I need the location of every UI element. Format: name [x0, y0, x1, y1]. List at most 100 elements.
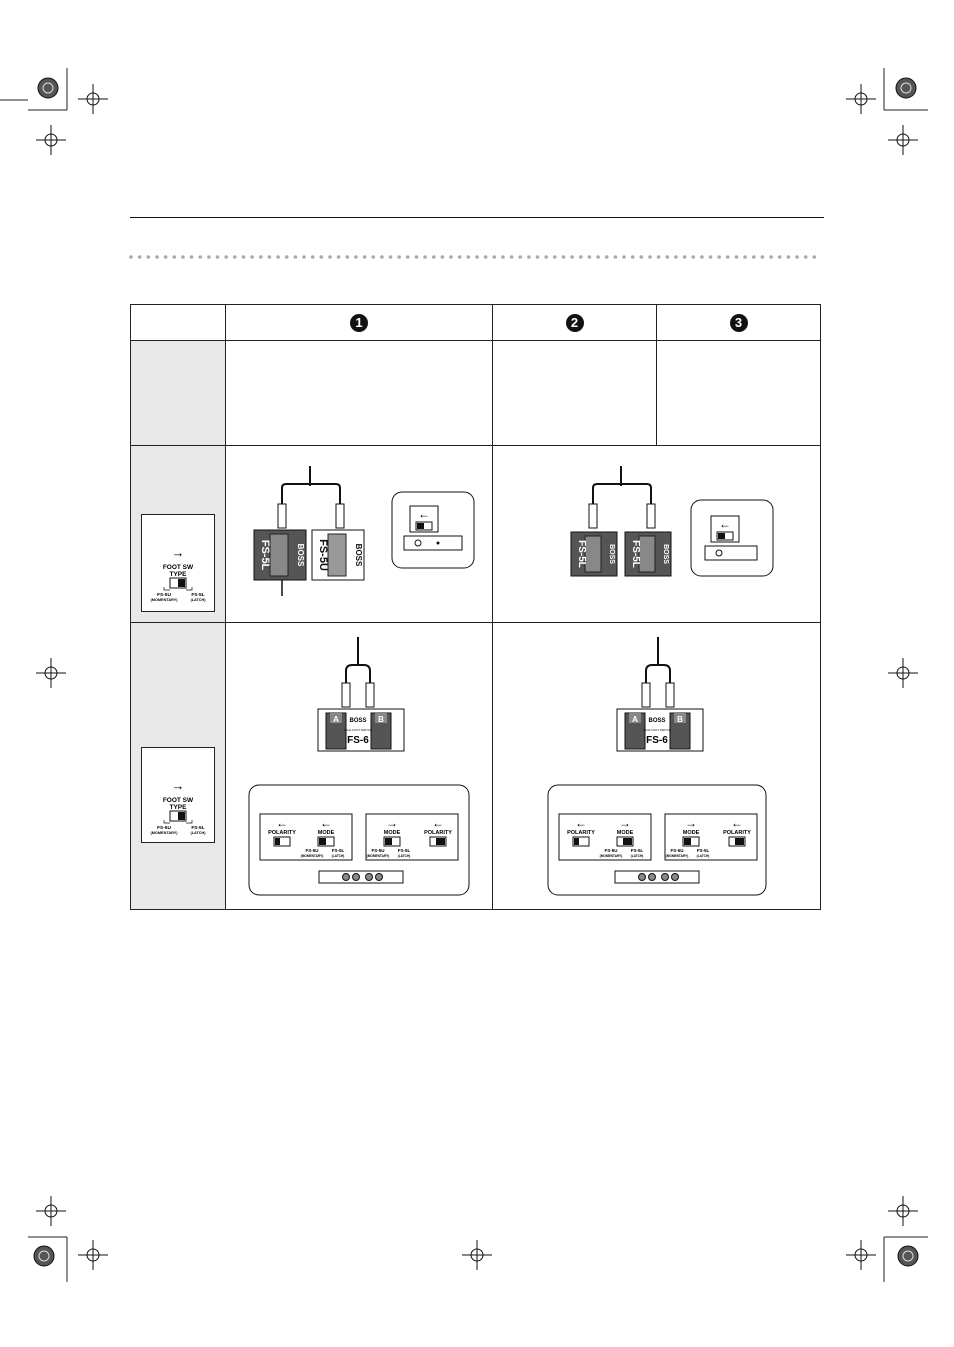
- registration-target-icon: [37, 77, 59, 99]
- crosshair-icon: [78, 84, 108, 114]
- foot-sw-type-panel: → FOOT SW TYPE FS-5U (MOMENTARY) FS-5L (…: [141, 514, 215, 612]
- row3-col1-diagram: A B BOSS DUAL FOOT SWITCH FS-6 ← POLARIT…: [225, 622, 493, 910]
- svg-text:FS-5L: FS-5L: [697, 848, 710, 853]
- pedal-brand: BOSS: [608, 544, 615, 564]
- panel-left-model: FS-5U: [157, 825, 171, 831]
- svg-text:←: ←: [276, 816, 288, 830]
- crosshair-icon: [846, 84, 876, 114]
- svg-text:←: ←: [432, 816, 444, 830]
- header-rule: [130, 217, 824, 218]
- registration-target-icon: [33, 1245, 55, 1267]
- row1-col1: [225, 340, 493, 446]
- row-label-2: → FOOT SW TYPE FS-5U (MOMENTARY) FS-5L (…: [130, 445, 226, 623]
- panel-right-mode: (LATCH): [190, 831, 206, 835]
- panel-title-line1: FOOT SW: [163, 564, 194, 571]
- svg-text:→: →: [619, 816, 631, 830]
- panel-title-line2: TYPE: [170, 804, 188, 811]
- svg-text:FS-6: FS-6: [646, 735, 668, 746]
- header-empty-cell: [130, 304, 226, 341]
- pedal-brand: BOSS: [354, 544, 363, 567]
- row1-col3: [656, 340, 821, 446]
- svg-text:(LATCH): (LATCH): [398, 854, 411, 858]
- panel-right-mode: (LATCH): [190, 598, 206, 602]
- svg-text:POLARITY: POLARITY: [424, 830, 452, 836]
- row1-col2: [492, 340, 657, 446]
- svg-text:MODE: MODE: [384, 830, 401, 836]
- dotted-separator: [129, 255, 817, 259]
- svg-text:FS-6: FS-6: [347, 735, 369, 746]
- panel-title-line2: TYPE: [170, 571, 188, 578]
- switch-box-2: → MODE ← POLARITY FS-5U (MOMENTARY) FS-5…: [664, 813, 758, 861]
- pedal-label: FS-5L: [259, 540, 271, 571]
- svg-text:(LATCH): (LATCH): [631, 854, 644, 858]
- svg-text:A: A: [632, 715, 638, 724]
- crosshair-icon: [36, 658, 66, 688]
- header-col-1: 1: [225, 304, 493, 341]
- pedal-label: FS-5L: [576, 540, 587, 568]
- svg-text:FS-5U: FS-5U: [604, 848, 617, 853]
- svg-text:(MOMENTARY): (MOMENTARY): [666, 854, 689, 858]
- panel-arrow: →: [172, 545, 185, 560]
- svg-text:FS-5L: FS-5L: [332, 848, 345, 853]
- svg-text:MODE: MODE: [617, 830, 634, 836]
- crosshair-icon: [846, 1240, 876, 1270]
- svg-text:(MOMENTARY): (MOMENTARY): [301, 854, 324, 858]
- row-label-1: [130, 340, 226, 446]
- panel-title-line1: FOOT SW: [163, 797, 194, 804]
- registration-target-icon: [897, 1245, 919, 1267]
- panel-arrow: →: [172, 778, 185, 793]
- svg-text:←: ←: [731, 816, 743, 830]
- header-col-2: 2: [492, 304, 657, 341]
- svg-text:(MOMENTARY): (MOMENTARY): [600, 854, 623, 858]
- crosshair-icon: [78, 1240, 108, 1270]
- svg-text:←: ←: [418, 507, 430, 521]
- svg-text:B: B: [677, 715, 683, 724]
- svg-text:DUAL FOOT SWITCH: DUAL FOOT SWITCH: [344, 728, 372, 732]
- row2-col1-diagram: FS-5L BOSS FS-5U BOSS ←: [225, 445, 493, 623]
- panel-right-model: FS-5L: [191, 592, 204, 598]
- svg-text:FS-5L: FS-5L: [631, 848, 644, 853]
- svg-text:A: A: [333, 715, 339, 724]
- switch-box-2: → MODE ← POLARITY FS-5U (MOMENTARY) FS-5…: [365, 813, 459, 861]
- panel-right-model: FS-5L: [191, 825, 204, 831]
- svg-text:←: ←: [575, 816, 587, 830]
- svg-text:FS-5L: FS-5L: [398, 848, 411, 853]
- svg-text:→: →: [685, 816, 697, 830]
- svg-text:POLARITY: POLARITY: [567, 830, 595, 836]
- panel-left-mode: (MOMENTARY): [151, 598, 179, 602]
- row3-col2-diagram: A B BOSS DUAL FOOT SWITCH FS-6 ← POLARIT…: [492, 622, 821, 910]
- svg-text:B: B: [378, 715, 384, 724]
- row-label-3: → FOOT SW TYPE FS-5U (MOMENTARY) FS-5L (…: [130, 622, 226, 910]
- svg-text:FS-5U: FS-5U: [305, 848, 318, 853]
- crosshair-icon: [888, 658, 918, 688]
- row2-col2-diagram: FS-5L BOSS FS-5L BOSS ←: [492, 445, 821, 623]
- svg-text:(LATCH): (LATCH): [332, 854, 345, 858]
- svg-text:→: →: [386, 816, 398, 830]
- svg-text:DUAL FOOT SWITCH: DUAL FOOT SWITCH: [643, 728, 671, 732]
- step-number-badge: 2: [565, 313, 584, 332]
- registration-target-icon: [895, 77, 917, 99]
- foot-sw-type-panel: → FOOT SW TYPE FS-5U (MOMENTARY) FS-5L (…: [141, 747, 215, 843]
- crosshair-icon: [36, 1196, 66, 1226]
- pedal-brand: BOSS: [296, 544, 305, 567]
- svg-text:(MOMENTARY): (MOMENTARY): [367, 854, 390, 858]
- crosshair-icon: [462, 1240, 492, 1270]
- svg-text:MODE: MODE: [318, 830, 335, 836]
- svg-text:←: ←: [320, 816, 332, 830]
- svg-text:BOSS: BOSS: [349, 718, 366, 724]
- svg-text:FS-5U: FS-5U: [371, 848, 384, 853]
- connection-table: 1 2 3 → FOOT SW TYPE FS-5U (MOMENTARY): [130, 304, 821, 910]
- pedal-brand: BOSS: [662, 544, 669, 564]
- step-number-badge: 1: [350, 313, 368, 332]
- header-col-3: 3: [656, 304, 821, 341]
- switch-box-1: ← POLARITY ← MODE FS-5U (MOMENTARY) FS-5…: [259, 813, 353, 861]
- svg-text:(LATCH): (LATCH): [697, 854, 710, 858]
- panel-left-model: FS-5U: [157, 592, 171, 598]
- svg-text:MODE: MODE: [683, 830, 700, 836]
- svg-text:POLARITY: POLARITY: [268, 830, 296, 836]
- svg-text:BOSS: BOSS: [648, 718, 665, 724]
- crosshair-icon: [888, 1196, 918, 1226]
- svg-text:←: ←: [719, 517, 731, 531]
- svg-text:POLARITY: POLARITY: [723, 830, 751, 836]
